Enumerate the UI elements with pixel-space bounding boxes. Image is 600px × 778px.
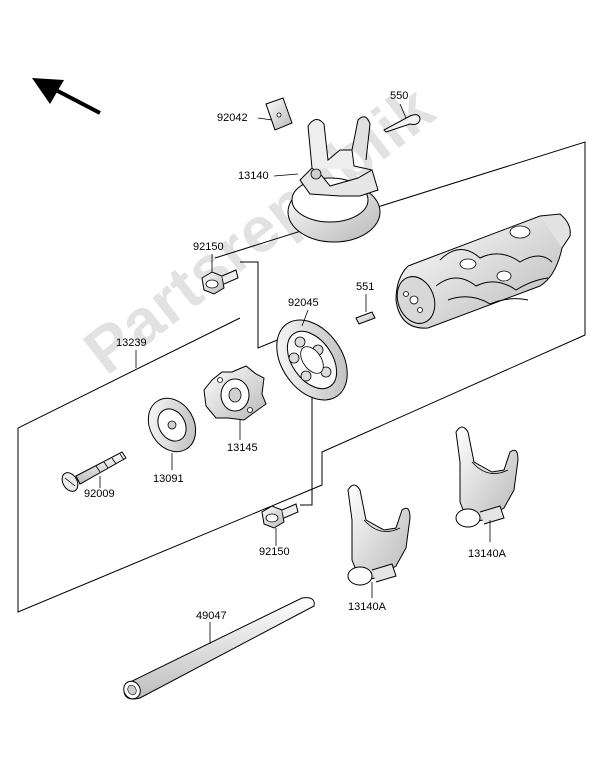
label-92042: 92042	[217, 112, 248, 124]
label-92009: 92009	[84, 488, 115, 500]
direction-arrow-icon	[32, 78, 101, 115]
label-550: 550	[390, 90, 409, 102]
label-13140: 13140	[238, 170, 269, 182]
part-92150-bottom-bolt	[261, 503, 299, 529]
part-shift-drum	[395, 213, 571, 329]
part-92009-screw	[61, 451, 127, 492]
part-49047-shaft	[123, 597, 315, 700]
part-13140-shift-fork	[287, 116, 381, 243]
part-13145-star-plate	[203, 365, 267, 421]
label-13091: 13091	[153, 473, 184, 485]
part-92045-bearing	[276, 319, 348, 401]
leader-550	[399, 103, 407, 119]
label-49047: 49047	[196, 610, 227, 622]
label-13140A-right: 13140A	[468, 548, 506, 560]
label-92045: 92045	[288, 297, 319, 309]
label-92150-top: 92150	[193, 241, 224, 253]
part-551-pin	[355, 311, 376, 325]
part-13091-washer	[147, 397, 197, 453]
assembly-frame	[17, 141, 586, 613]
label-13239: 13239	[116, 337, 147, 349]
leader-92045	[301, 309, 309, 327]
part-13140A-right-fork	[455, 426, 519, 528]
part-13140A-left-fork	[347, 484, 411, 586]
part-550-cotter-pin	[383, 114, 421, 133]
part-92042-plate	[265, 97, 293, 131]
label-13145: 13145	[227, 442, 258, 454]
leader-92042	[257, 117, 273, 121]
leader-13140	[273, 173, 299, 177]
part-92150-top-bolt	[201, 269, 239, 295]
label-13140A-left: 13140A	[348, 601, 386, 613]
label-551: 551	[356, 281, 375, 293]
label-92150-bottom: 92150	[259, 546, 290, 558]
